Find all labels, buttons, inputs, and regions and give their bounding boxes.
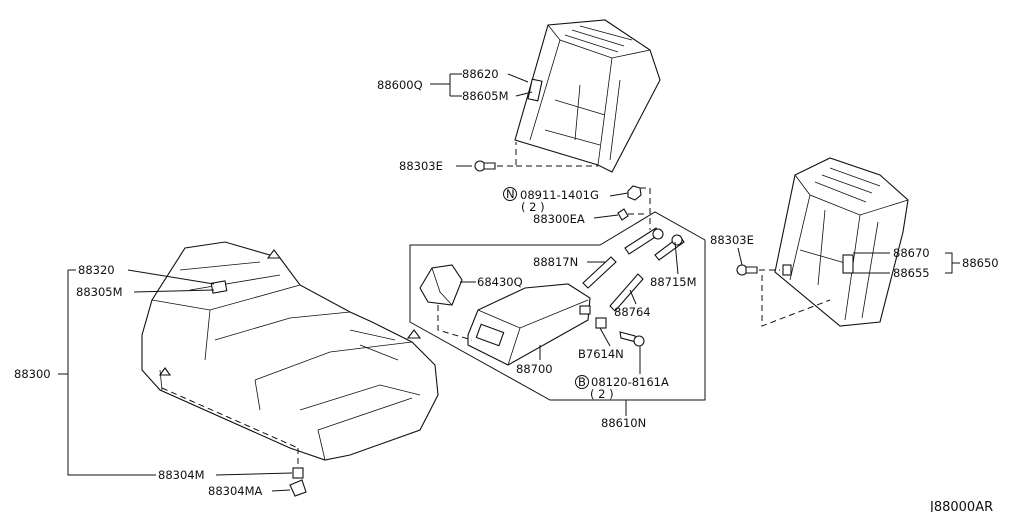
armrest-group-drawing bbox=[409, 211, 706, 401]
label-88715m: 88715M bbox=[650, 275, 697, 289]
leader-lines bbox=[58, 73, 960, 492]
label-88655: 88655 bbox=[893, 266, 930, 280]
label-88300: 88300 bbox=[14, 367, 51, 381]
label-88670: 88670 bbox=[893, 246, 930, 260]
label-08911-prefix: N bbox=[506, 187, 515, 201]
label-88304m: 88304M bbox=[158, 468, 205, 482]
seatback-left-drawing bbox=[514, 19, 661, 173]
label-08120-prefix: B bbox=[578, 375, 586, 389]
label-88605m: 88605M bbox=[462, 89, 509, 103]
label-88303e-right: 88303E bbox=[710, 233, 754, 247]
seat-cushion-drawing bbox=[141, 241, 439, 497]
label-88305m: 88305M bbox=[76, 285, 123, 299]
label-88764: 88764 bbox=[614, 305, 651, 319]
label-88610n: 88610N bbox=[601, 416, 646, 430]
label-88304ma: 88304MA bbox=[208, 484, 263, 498]
n-marker-icon bbox=[503, 187, 517, 201]
label-88300ea: 88300EA bbox=[533, 212, 585, 226]
label-08911-1401g: 08911-1401G bbox=[520, 188, 599, 202]
diagram-reference: J88000AR bbox=[929, 500, 993, 512]
label-88320: 88320 bbox=[78, 263, 115, 277]
label-b7614n: B7614N bbox=[578, 347, 624, 361]
label-88650: 88650 bbox=[962, 256, 999, 270]
label-88620: 88620 bbox=[462, 67, 499, 81]
label-88303e-top: 88303E bbox=[399, 159, 443, 173]
label-68430q: 68430Q bbox=[477, 275, 523, 289]
hardware-drawing bbox=[474, 142, 831, 327]
b-marker-icon bbox=[575, 375, 589, 389]
label-08120-qty: ( 2 ) bbox=[590, 387, 614, 401]
label-88600q: 88600Q bbox=[377, 78, 423, 92]
part-labels: 88600Q 88620 88605M 88303E N 08911-1401G… bbox=[14, 67, 999, 512]
label-88817n: 88817N bbox=[533, 255, 578, 269]
seatback-right-drawing bbox=[774, 157, 909, 327]
label-88700: 88700 bbox=[516, 362, 553, 376]
label-08911-qty: ( 2 ) bbox=[521, 200, 545, 214]
label-08120-8161a: 08120-8161A bbox=[591, 375, 669, 389]
